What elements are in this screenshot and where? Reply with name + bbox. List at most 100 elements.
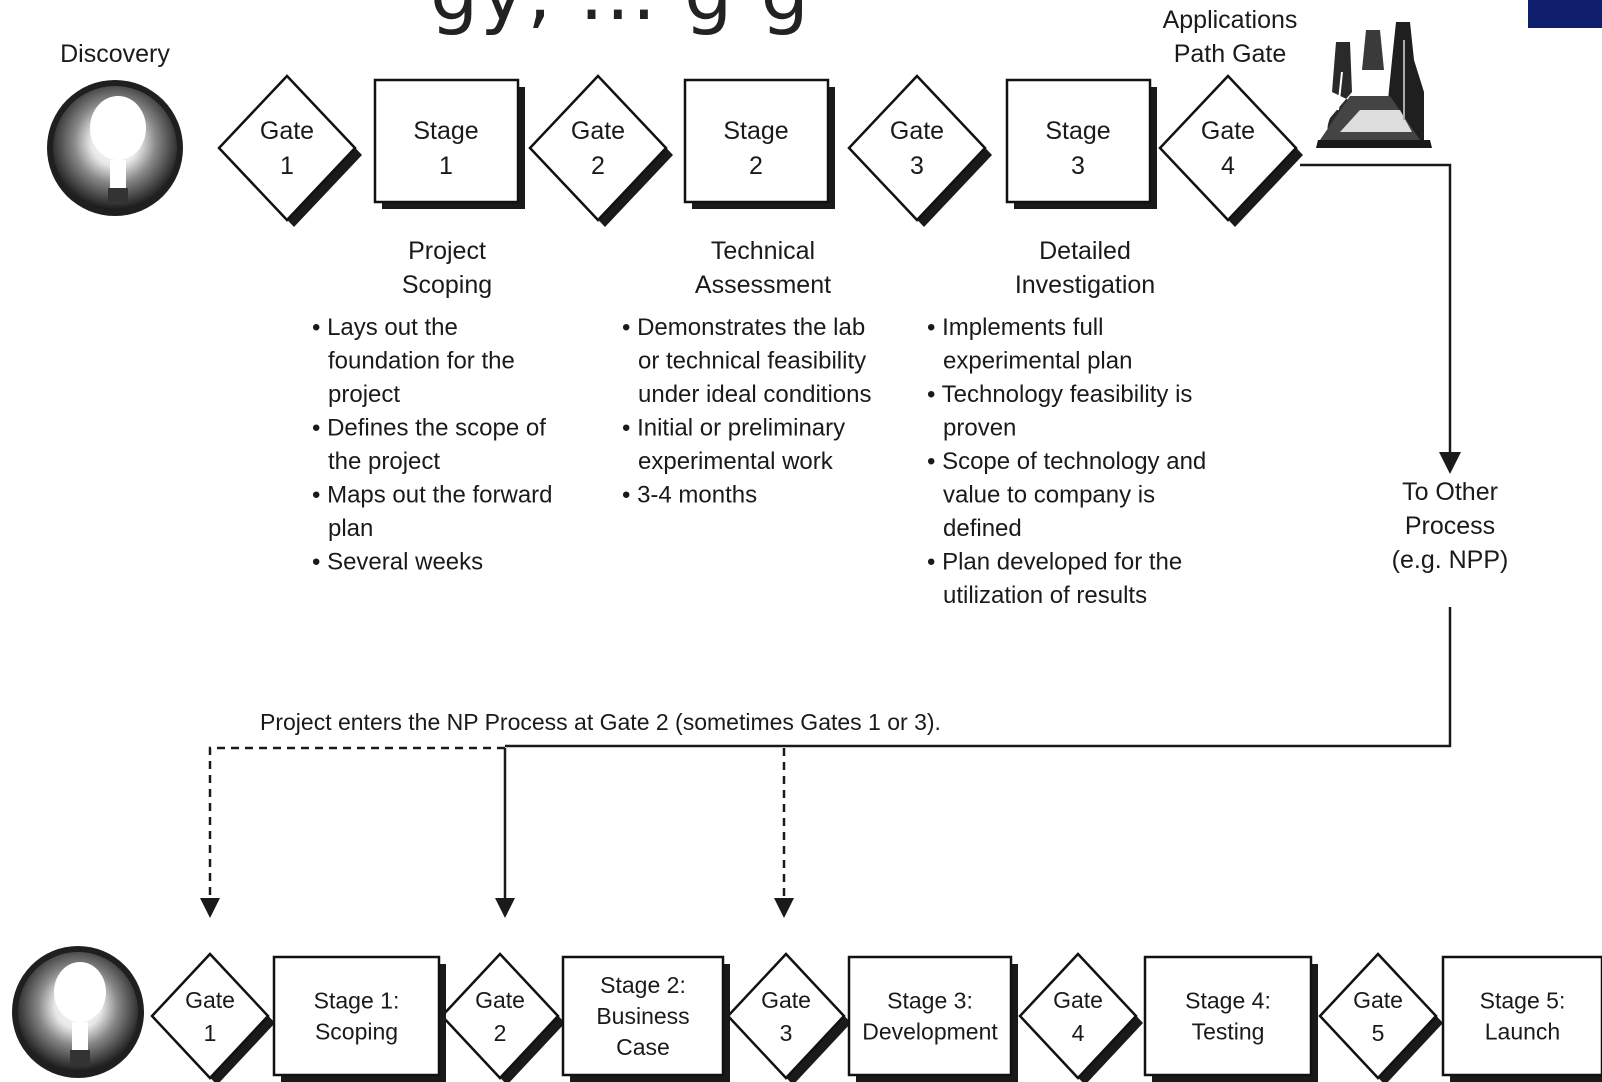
stage-bullet-line: • Implements full (927, 314, 1103, 341)
entry-arrow-gate-2 (495, 898, 515, 918)
gate-number: 3 (910, 152, 924, 180)
bottom-gate-4: Gate 4 (1018, 952, 1143, 1082)
stage-bullet-line: under ideal conditions (638, 381, 872, 408)
stage-bullet-line: foundation for the (328, 348, 515, 375)
stage-label-line: Launch (1485, 1019, 1560, 1045)
applications-path-line (1300, 163, 1452, 455)
bottom-stage-5: Stage 5: Launch (1441, 955, 1602, 1082)
top-stage-2: Stage 2 (683, 78, 835, 209)
applications-gate-label-line1: Applications (1163, 6, 1298, 34)
stage-name-line2: Assessment (695, 271, 831, 299)
corner-accent-block (1528, 0, 1602, 28)
np-entry-note: Project enters the NP Process at Gate 2 … (260, 709, 941, 735)
bottom-stage-4: Stage 4: Testing (1143, 955, 1318, 1082)
stage-bullet-line: or technical feasibility (638, 348, 866, 375)
stage-bullet-line: utilization of results (943, 582, 1147, 609)
entry-arrow-gate-1 (200, 898, 220, 918)
stage-label-line: Stage 5: (1480, 988, 1566, 1014)
stage-name-line1: Detailed (1039, 237, 1131, 265)
gate-label: Gate (571, 117, 625, 145)
stage-number: 3 (1071, 152, 1085, 180)
gate-label: Gate (761, 987, 811, 1013)
stage-label-line: Case (616, 1034, 670, 1060)
top-stage-3: Stage 3 (1005, 78, 1157, 209)
applications-gate-label-line2: Path Gate (1174, 40, 1287, 68)
other-process-label-line1: To Other (1402, 478, 1498, 506)
stage-label-line: Scoping (315, 1019, 398, 1045)
top-gate-1: Gate 1 (217, 74, 362, 227)
stage-label: Stage (723, 117, 788, 145)
gate-number: 1 (204, 1020, 217, 1046)
stage-bullet-line: the project (328, 448, 440, 475)
stage-bullet-line: • Maps out the forward (312, 482, 553, 509)
gate-label: Gate (475, 987, 525, 1013)
stage-bullet-line: • Demonstrates the lab (622, 314, 865, 341)
stage-label-line: Development (862, 1019, 998, 1045)
gate-label: Gate (185, 987, 235, 1013)
top-gate-2: Gate 2 (528, 74, 673, 227)
gate-number: 5 (1372, 1020, 1385, 1046)
stage-label: Stage (413, 117, 478, 145)
bottom-gate-2: Gate 2 (440, 952, 565, 1082)
gate-label: Gate (1353, 987, 1403, 1013)
stage-name-line2: Investigation (1015, 271, 1155, 299)
other-process-label-line3: (e.g. NPP) (1392, 546, 1509, 574)
entry-arrow-gate-3 (774, 898, 794, 918)
gate-number: 2 (591, 152, 605, 180)
gate-label: Gate (1053, 987, 1103, 1013)
gate-number: 3 (780, 1020, 793, 1046)
stage-label-line: Testing (1192, 1019, 1265, 1045)
gate-number: 4 (1221, 152, 1235, 180)
stage-label: Stage (1045, 117, 1110, 145)
top-gate-3: Gate 3 (847, 74, 992, 227)
bottom-stage-3: Stage 3: Development (847, 955, 1018, 1082)
entry-path-gate-1 (208, 746, 505, 900)
bottom-gate-5: Gate 5 (1318, 952, 1443, 1082)
bottom-gate-3: Gate 3 (726, 952, 851, 1082)
gate-label: Gate (1201, 117, 1255, 145)
stage-bullet-line: proven (943, 415, 1016, 442)
gate-number: 2 (494, 1020, 507, 1046)
title-fragment: gy, ... g g (430, 0, 811, 37)
stage-bullet-line: project (328, 381, 400, 408)
discovery-label: Discovery (60, 40, 170, 68)
bottom-gate-1: Gate 1 (150, 952, 275, 1082)
stage-bullet-line: experimental work (638, 448, 834, 475)
stage-bullet-line: • Lays out the (312, 314, 458, 341)
stage-bullet-line: plan (328, 515, 373, 542)
gate-label: Gate (260, 117, 314, 145)
stage-bullet-line: • Initial or preliminary (622, 415, 845, 442)
stage-name-line2: Scoping (402, 271, 492, 299)
other-process-label-line2: Process (1405, 512, 1495, 540)
np-entry-line (505, 607, 1452, 748)
stage-name-line1: Technical (711, 237, 815, 265)
stage-bullet-line: defined (943, 515, 1022, 542)
stage-name-line1: Project (408, 237, 486, 265)
stage-bullet-line: • Several weeks (312, 549, 483, 576)
gate-label: Gate (890, 117, 944, 145)
stage-bullet-line: • Scope of technology and (927, 448, 1206, 475)
stage-bullet-line: • 3-4 months (622, 482, 757, 509)
stage-number: 2 (749, 152, 763, 180)
lightbulb-icon (12, 946, 144, 1078)
lightbulb-icon (47, 80, 183, 216)
to-other-process-arrow (1439, 452, 1461, 474)
lab-flasks-icon (1316, 22, 1432, 148)
stage-label-line: Stage 2: (600, 972, 686, 998)
stage-label-line: Stage 4: (1185, 988, 1271, 1014)
stage-label-line: Stage 1: (314, 988, 400, 1014)
bottom-stage-1: Stage 1: Scoping (272, 955, 446, 1082)
stage-bullet-line: • Plan developed for the (927, 549, 1182, 576)
stage-bullet-line: experimental plan (943, 348, 1132, 375)
gate-number: 4 (1072, 1020, 1085, 1046)
top-gate-4: Gate 4 (1158, 74, 1303, 227)
stage-bullet-line: • Technology feasibility is (927, 381, 1192, 408)
stage-bullet-line: value to company is (943, 482, 1155, 509)
stage-label-line: Business (596, 1003, 689, 1029)
stage-number: 1 (439, 152, 453, 180)
gate-number: 1 (280, 152, 294, 180)
stage-bullet-line: • Defines the scope of (312, 415, 546, 442)
stage-label-line: Stage 3: (887, 988, 973, 1014)
